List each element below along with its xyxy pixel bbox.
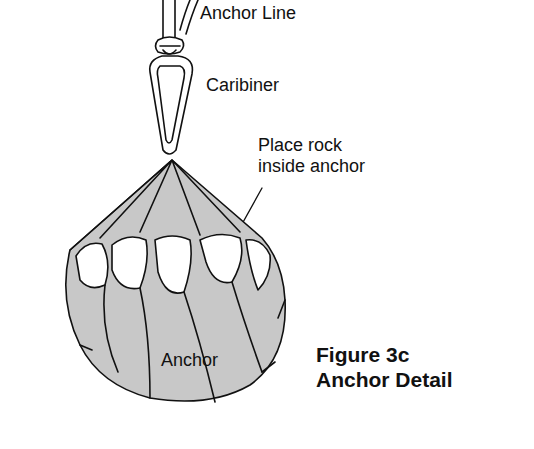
knot — [156, 37, 184, 54]
rope-tail — [180, 0, 198, 34]
loop — [163, 50, 176, 54]
anchor-bag: Anchor — [55, 150, 295, 412]
carabiner-inner — [157, 66, 184, 143]
knot-wrap — [160, 45, 180, 47]
part-label: Anchor Line — [200, 3, 296, 24]
rope — [163, 0, 175, 40]
carabiner — [150, 56, 193, 154]
part-label: Anchor — [161, 350, 218, 371]
note: Place rock inside anchor — [258, 135, 388, 176]
anchor-bag-shape — [55, 150, 295, 412]
figure-caption: Figure 3c Anchor Detail — [316, 342, 476, 392]
part-label: Caribiner — [206, 75, 279, 96]
